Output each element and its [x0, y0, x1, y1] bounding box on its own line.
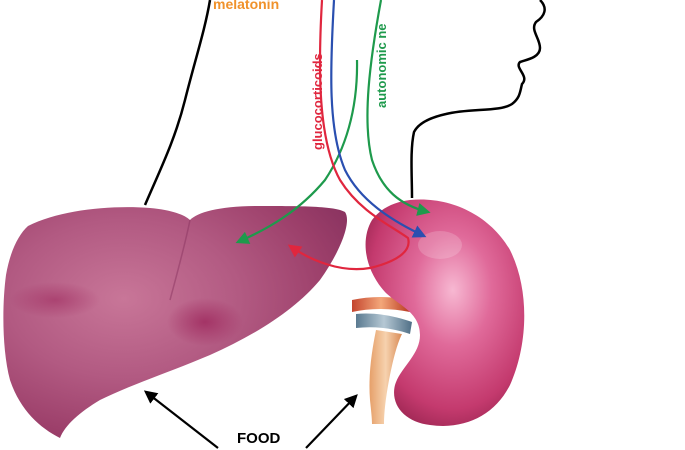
kidney-organ-icon [352, 199, 525, 426]
food-label: FOOD [237, 430, 280, 447]
renal-artery [352, 297, 410, 312]
renal-vein [356, 313, 412, 334]
ureter [369, 330, 402, 424]
autonomic-arrow-to-kidney [366, 0, 431, 216]
glucocorticoids-label: glucocorticoids [310, 53, 325, 150]
autonomic-arrow-to-liver [235, 59, 359, 244]
back-outline [143, 0, 212, 206]
kidney-shape [365, 199, 525, 426]
glucocorticoid-arrow-to-liver [287, 0, 410, 271]
face-outline [410, 0, 546, 199]
liver-organ-icon [3, 206, 348, 438]
melatonin-label: melatonin [213, 0, 279, 12]
food-arrow-to-liver [143, 390, 219, 449]
autonomic-label: autonomic ne [374, 23, 389, 108]
blue-arrow-to-kidney [330, 0, 427, 238]
head-silhouette-icon [143, 0, 546, 206]
food-arrow-to-kidney [305, 394, 358, 449]
